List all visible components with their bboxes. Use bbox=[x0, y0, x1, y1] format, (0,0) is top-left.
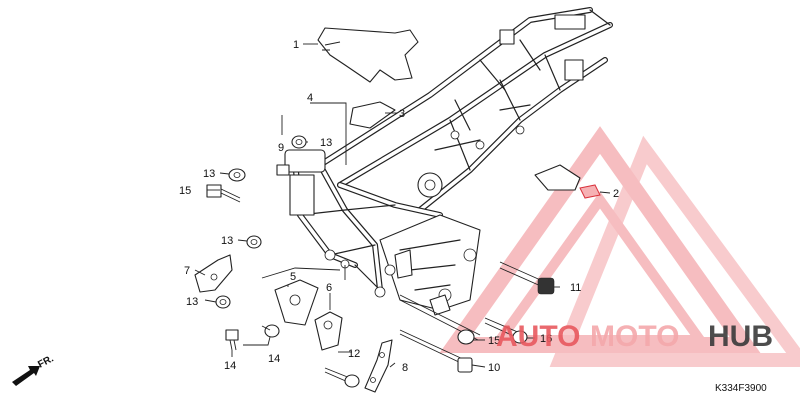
callout-5: 5 bbox=[290, 271, 296, 283]
part-14-bolt-b bbox=[261, 324, 280, 338]
callout-13-b: 13 bbox=[203, 168, 215, 180]
callout-12: 12 bbox=[348, 348, 360, 360]
part-13-nut-b bbox=[228, 168, 246, 182]
watermark-hub: HUB bbox=[708, 320, 773, 353]
front-arrow-icon bbox=[12, 366, 40, 386]
callout-13-c: 13 bbox=[221, 235, 233, 247]
part-5-plate bbox=[274, 279, 319, 326]
callout-16: 16 bbox=[540, 333, 552, 345]
callout-7: 7 bbox=[184, 265, 190, 277]
part-15-bolt-a bbox=[206, 184, 241, 203]
callout-14-b: 14 bbox=[268, 353, 280, 365]
callout-13-a: 13 bbox=[320, 137, 332, 149]
front-direction-indicator: FR. bbox=[12, 353, 56, 386]
callout-1: 1 bbox=[293, 39, 299, 51]
callout-10: 10 bbox=[488, 362, 500, 374]
watermark-auto: AUTO bbox=[496, 320, 580, 353]
part-13-nut-d bbox=[215, 295, 231, 309]
callout-9: 9 bbox=[278, 142, 284, 154]
part-13-nut-c bbox=[246, 235, 262, 249]
callout-15-b: 15 bbox=[488, 335, 500, 347]
part-3-plate bbox=[349, 101, 396, 129]
watermark-moto: MOTO bbox=[590, 320, 679, 353]
part-6-plate bbox=[314, 311, 343, 351]
callout-6: 6 bbox=[326, 282, 332, 294]
part-1-sheet bbox=[317, 27, 419, 83]
watermark-text: AUTO MOTO HUB bbox=[496, 320, 773, 353]
callout-15-a: 15 bbox=[179, 185, 191, 197]
callouts: 1 2 3 4 5 6 7 8 9 10 11 12 13 13 13 13 1… bbox=[179, 39, 619, 374]
part-8-bracket bbox=[364, 339, 393, 393]
watermark-logo bbox=[439, 126, 800, 367]
callout-8: 8 bbox=[402, 362, 408, 374]
part-7-bracket bbox=[194, 254, 233, 293]
callout-4: 4 bbox=[307, 92, 313, 104]
diagram-code: K334F3900 bbox=[715, 383, 767, 394]
part-16-bolt bbox=[484, 317, 528, 344]
callout-11: 11 bbox=[570, 282, 581, 294]
callout-13-d: 13 bbox=[186, 296, 198, 308]
part-14-bolt-a bbox=[225, 329, 239, 351]
part-9-clip bbox=[276, 164, 290, 176]
callout-2: 2 bbox=[613, 188, 619, 200]
frame-assembly bbox=[284, 7, 613, 316]
part-12-bolt bbox=[324, 367, 360, 388]
part-13-nut-a bbox=[291, 135, 307, 149]
part-10-bolt bbox=[399, 329, 473, 373]
fr-label: FR. bbox=[36, 353, 56, 370]
callout-3: 3 bbox=[399, 108, 405, 120]
part-11-bolt bbox=[499, 261, 555, 295]
part-2-bracket bbox=[534, 164, 601, 199]
leader-lines bbox=[194, 43, 611, 368]
callout-14-a: 14 bbox=[224, 360, 236, 372]
part-15-bolt-b bbox=[399, 294, 481, 345]
